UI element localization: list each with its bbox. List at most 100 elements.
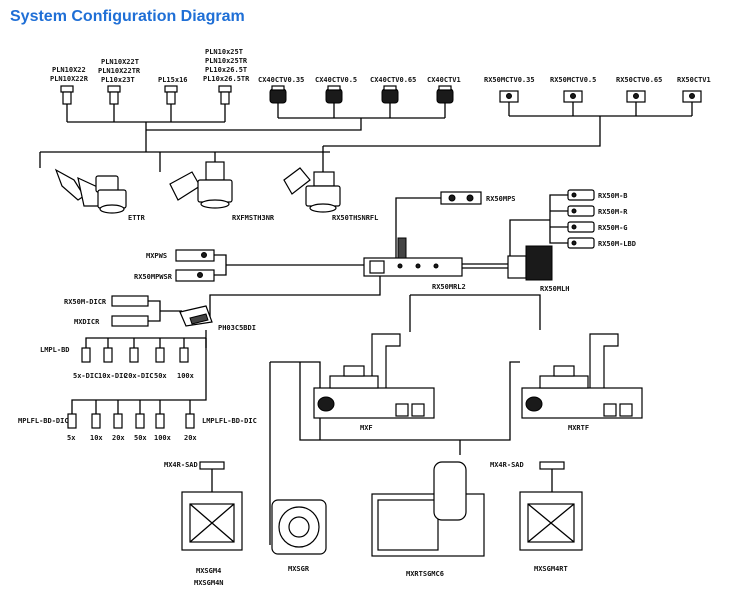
objectives-b-group-label: MPLFL-BD-DIC	[18, 417, 69, 425]
frame-label-mxf: MXF	[360, 424, 373, 432]
rx-adapter-label-4: RX50CTV1	[677, 76, 711, 84]
objective-icon	[129, 347, 139, 363]
camera-adapter-label-4: CX40CTV1	[427, 76, 461, 84]
eyepiece-label-4c: PL10x26.5T	[205, 66, 247, 74]
objective-a-label-5: 100x	[177, 372, 195, 380]
rx-adapter-icon	[626, 90, 646, 103]
eyepiece-label-3: PL15x16	[158, 76, 188, 84]
eyepiece-label-1a: PLN10X22	[52, 66, 86, 74]
camera-adapter-labels: CX40CTV0.35 CX40CTV0.5 CX40CTV0.65 CX40C…	[258, 76, 461, 84]
objective-b-label-1: 5x	[67, 434, 76, 442]
objective-icon	[81, 347, 91, 363]
eyepiece-label-2a: PLN10X22T	[101, 58, 139, 66]
objective-icon	[155, 413, 165, 429]
objectives-c-group-label: LMPLFL-BD-DIC	[202, 417, 257, 425]
objectives-group-b: MPLFL-BD-DIC 5x 10x 20x 50x 100x	[18, 338, 207, 442]
filter-label-r: RX50M-R	[598, 208, 628, 216]
head-label-rx50thsnrfl: RX50THSNRFL	[332, 214, 378, 222]
rx-adapter-labels: RX50MCTV0.35 RX50MCTV0.5 RX50CTV0.65 RX5…	[484, 76, 711, 84]
rx-adapter-label-2: RX50MCTV0.5	[550, 76, 596, 84]
camera-adapter-icons	[269, 85, 454, 104]
eyepiece-icons	[60, 85, 232, 105]
camera-adapter-icon	[325, 85, 343, 104]
objective-icon	[135, 413, 145, 429]
eyepiece-label-2b: PLN10X22TR	[98, 67, 141, 75]
head-label-rxfmsth3nr: RXFMSTH3NR	[232, 214, 275, 222]
lamphouse-label: RX50MLH	[540, 285, 570, 293]
eyepiece-label-4b: PLN10x25TR	[205, 57, 248, 65]
mxpws-label: MXPWS	[146, 252, 167, 260]
mps-label: RX50MPS	[486, 195, 516, 203]
stage-mxsgr: MXSGR	[271, 499, 327, 573]
stage1-label-b: MXSGM4N	[194, 579, 224, 587]
camera-adapter-icon	[436, 85, 454, 104]
eyepiece-icon	[107, 85, 121, 105]
stage-mxrtsgmc6: MXRTSGMC6	[371, 461, 485, 578]
stage-mxsgm4: MXSGM4 MXSGM4N	[181, 491, 243, 587]
camera-adapter-label-2: CX40CTV0.5	[315, 76, 357, 84]
filter-label-lbd: RX50M-LBD	[598, 240, 636, 248]
camera-adapter-label-3: CX40CTV0.65	[370, 76, 416, 84]
frame-label-mxrtf: MXRTF	[568, 424, 589, 432]
stage-mxsgm4rt: MXSGM4RT	[519, 491, 583, 573]
objective-b-label-3: 20x	[112, 434, 125, 442]
stage3-label: MXRTSGMC6	[406, 570, 444, 578]
rx-adapter-icon	[499, 90, 519, 103]
objective-icon	[113, 413, 123, 429]
camera-adapter-label-1: CX40CTV0.35	[258, 76, 304, 84]
rx-adapter-icon	[682, 90, 702, 103]
objective-b-label-5: 100x	[154, 434, 172, 442]
frame-mxf: MXF	[313, 333, 435, 432]
objective-b-label-2: 10x	[90, 434, 103, 442]
objective-icon	[179, 347, 189, 363]
objective-a-label-2: 10x-DIC	[98, 372, 128, 380]
objective-c-label-1: 20x	[184, 434, 197, 442]
mpwsr-label: RX50MPWSR	[134, 273, 173, 281]
eyepiece-label-4d: PL10x26.5TR	[203, 75, 250, 83]
rx-adapter-icon	[563, 90, 583, 103]
objective-icon	[67, 413, 77, 429]
rx-adapter-label-1: RX50MCTV0.35	[484, 76, 535, 84]
fluorescence-group: RX50MPS RX50M-B RX50M-R RX50M-G RX50M-LB…	[363, 189, 636, 293]
eyepiece-label-1b: PLN10X22R	[50, 75, 89, 83]
sad-left-label: MX4R-SAD	[164, 461, 198, 469]
objective-icon	[185, 413, 195, 429]
eyepiece-labels: PLN10X22 PLN10X22R PLN10X22T PLN10X22TR …	[50, 48, 250, 84]
frame-mxrtf: MXRTF	[521, 333, 643, 432]
observation-head-rxfmsth3nr: RXFMSTH3NR	[169, 161, 275, 222]
eyepiece-icon	[60, 85, 74, 105]
page-title: System Configuration Diagram	[10, 8, 245, 25]
objectives-a-group-label: LMPL-BD	[40, 346, 70, 354]
eyepiece-label-2c: PL10x23T	[101, 76, 135, 84]
stage2-label: MXSGR	[288, 565, 310, 573]
connector-lines	[39, 102, 693, 172]
objective-a-label-3: 20x-DIC	[124, 372, 154, 380]
objective-a-label-1: 5x-DIC	[73, 372, 98, 380]
eyepiece-label-4a: PLN10x25T	[205, 48, 243, 56]
nosepiece-label: PH03C5BDI	[218, 324, 256, 332]
filter-label-b: RX50M-B	[598, 192, 628, 200]
filter-label-g: RX50M-G	[598, 224, 628, 232]
eyepiece-icon	[218, 85, 232, 105]
observation-head-ettr: ETTR	[54, 168, 146, 222]
stage4-label: MXSGM4RT	[534, 565, 568, 573]
head-label-ettr: ETTR	[128, 214, 146, 222]
stage1-label-a: MXSGM4	[196, 567, 221, 575]
eyepiece-icon	[164, 85, 178, 105]
mxdicr-label: MXDICR	[74, 318, 100, 326]
objectives-group-a: LMPL-BD 5x-DIC 10x-DIC 20x-DIC 50x 100x	[40, 330, 207, 380]
stage-section: MX4R-SAD MX4R-SAD MXSGM4 MXSGM4N MXSGR M…	[164, 461, 583, 587]
objective-icon	[155, 347, 165, 363]
objective-icon	[103, 347, 113, 363]
illuminator-label: RX50MRL2	[432, 283, 466, 291]
objective-icon	[91, 413, 101, 429]
rx-adapter-label-3: RX50CTV0.65	[616, 76, 662, 84]
objective-a-label-4: 50x	[154, 372, 167, 380]
sad-right-label: MX4R-SAD	[490, 461, 524, 469]
objective-b-label-4: 50x	[134, 434, 147, 442]
rx-adapter-icons	[499, 90, 702, 103]
camera-adapter-icon	[381, 85, 399, 104]
camera-adapter-icon	[269, 85, 287, 104]
dicr-label: RX50M-DICR	[64, 298, 107, 306]
